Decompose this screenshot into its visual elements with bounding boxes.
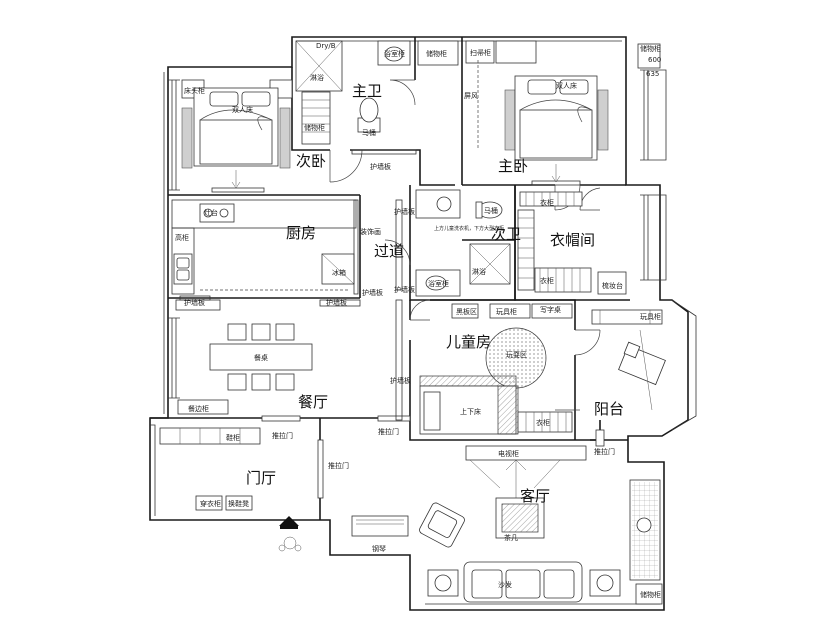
label-panel-a: 护墙板 bbox=[370, 162, 391, 171]
label-wardrobe-b: 衣柜 bbox=[540, 276, 554, 285]
foyer bbox=[159, 427, 302, 552]
doors bbox=[261, 79, 605, 499]
label-screen: 屏风 bbox=[464, 92, 478, 100]
label-storage-cabinet: 储物柜 bbox=[426, 49, 447, 58]
room-dining: 餐厅 bbox=[298, 393, 328, 411]
room-second-bedroom: 次卧 bbox=[296, 152, 326, 170]
label-panel-d: 护墙板 bbox=[362, 288, 383, 297]
label-drybath: Dry/B bbox=[316, 42, 336, 50]
label-sliding-door-d: 推拉门 bbox=[594, 447, 615, 456]
label-double-bed-b: 双人床 bbox=[556, 81, 577, 90]
label-stove: 灶台 bbox=[204, 208, 218, 217]
second-bath bbox=[415, 189, 511, 297]
fixture-labels: Dry/B 淋浴 浴室柜 储物柜 扫帚柜 储物柜 600 635 床头柜 双人床… bbox=[175, 42, 661, 599]
label-broom-cabinet: 扫帚柜 bbox=[470, 48, 491, 57]
kitchen bbox=[171, 199, 359, 295]
label-storage-cabinet-c: 储物柜 bbox=[640, 44, 661, 53]
label-decor: 装饰画 bbox=[360, 227, 381, 236]
label-panel-kids: 护墙板 bbox=[390, 376, 411, 385]
master-bedroom bbox=[417, 40, 661, 186]
room-foyer: 门厅 bbox=[246, 469, 276, 487]
label-coat-cab: 穿衣柜 bbox=[200, 499, 221, 508]
cloakroom bbox=[517, 191, 627, 295]
label-dining-table: 餐桌 bbox=[254, 353, 268, 362]
label-toy-cab-b: 玩具柜 bbox=[640, 312, 661, 321]
label-dresser: 梳妆台 bbox=[602, 281, 623, 290]
label-sideboard: 餐边柜 bbox=[188, 404, 209, 413]
corridor bbox=[351, 149, 417, 421]
room-corridor: 过道 bbox=[374, 242, 404, 260]
living bbox=[351, 445, 621, 603]
label-clothes-cab: 衣柜 bbox=[536, 418, 550, 427]
balcony bbox=[591, 309, 666, 605]
label-basin-b: 浴室柜 bbox=[428, 279, 449, 288]
label-sliding-door-c: 推拉门 bbox=[328, 461, 349, 470]
label-toilet-b: 马桶 bbox=[484, 206, 498, 215]
room-master-bath: 主卫 bbox=[352, 82, 382, 100]
label-desk: 写字桌 bbox=[540, 305, 561, 314]
room-names: 主卫 次卧 主卧 厨房 过道 次卫 衣帽间 儿童房 餐厅 阳台 门厅 客厅 bbox=[246, 82, 624, 505]
master-bath bbox=[295, 40, 411, 145]
label-panel-b: 护墙板 bbox=[394, 207, 415, 216]
label-basin-cabinet: 浴室柜 bbox=[384, 49, 405, 58]
label-fridge: 冰箱 bbox=[332, 268, 346, 277]
kids-room bbox=[419, 303, 573, 435]
label-storage-cabinet-b: 储物柜 bbox=[304, 123, 325, 132]
second-bedroom bbox=[181, 79, 293, 193]
label-sliding-door-b: 推拉门 bbox=[378, 427, 399, 436]
label-sofa: 沙发 bbox=[498, 580, 512, 589]
room-cloakroom: 衣帽间 bbox=[550, 231, 595, 249]
label-piano: 钢琴 bbox=[372, 544, 386, 553]
label-size-635: 635 bbox=[646, 70, 659, 78]
label-panel-e: 护墙板 bbox=[184, 298, 205, 307]
dining bbox=[175, 295, 361, 415]
label-shower-a: 淋浴 bbox=[310, 73, 324, 82]
room-living: 客厅 bbox=[520, 487, 550, 505]
label-tea-table: 茶几 bbox=[504, 533, 518, 542]
label-shoe-bench: 换鞋凳 bbox=[228, 499, 249, 508]
room-kitchen: 厨房 bbox=[286, 224, 316, 242]
room-balcony: 阳台 bbox=[594, 400, 624, 418]
label-shoe-cab: 鞋柜 bbox=[226, 433, 240, 442]
label-storage-cab-d: 储物柜 bbox=[640, 590, 661, 599]
room-kids: 儿童房 bbox=[446, 333, 491, 351]
label-shower-b: 淋浴 bbox=[472, 267, 486, 276]
label-panel-c: 护墙板 bbox=[394, 285, 415, 294]
label-toilet-a: 马桶 bbox=[362, 128, 376, 137]
label-note: 上方儿童洗衣机，下方大型衣柜 bbox=[434, 225, 504, 232]
label-bedside: 床头柜 bbox=[184, 86, 205, 95]
room-master-bedroom: 主卧 bbox=[498, 157, 528, 175]
label-sliding-door-a: 推拉门 bbox=[272, 431, 293, 440]
label-size-600: 600 bbox=[648, 56, 661, 64]
interior-walls bbox=[150, 37, 630, 520]
label-tv-cab: 电视柜 bbox=[498, 449, 519, 458]
room-second-bath: 次卫 bbox=[491, 225, 521, 243]
label-play-area: 玩耍区 bbox=[506, 351, 527, 359]
label-black-board: 黑板区 bbox=[456, 307, 477, 316]
label-bunk: 上下床 bbox=[460, 407, 481, 416]
label-toy-cab: 玩具柜 bbox=[496, 307, 517, 316]
label-panel-f: 护墙板 bbox=[326, 298, 347, 307]
label-double-bed: 双人床 bbox=[232, 105, 253, 114]
label-wardrobe-a: 衣柜 bbox=[540, 198, 554, 207]
label-tall-cab: 高柜 bbox=[175, 233, 189, 242]
